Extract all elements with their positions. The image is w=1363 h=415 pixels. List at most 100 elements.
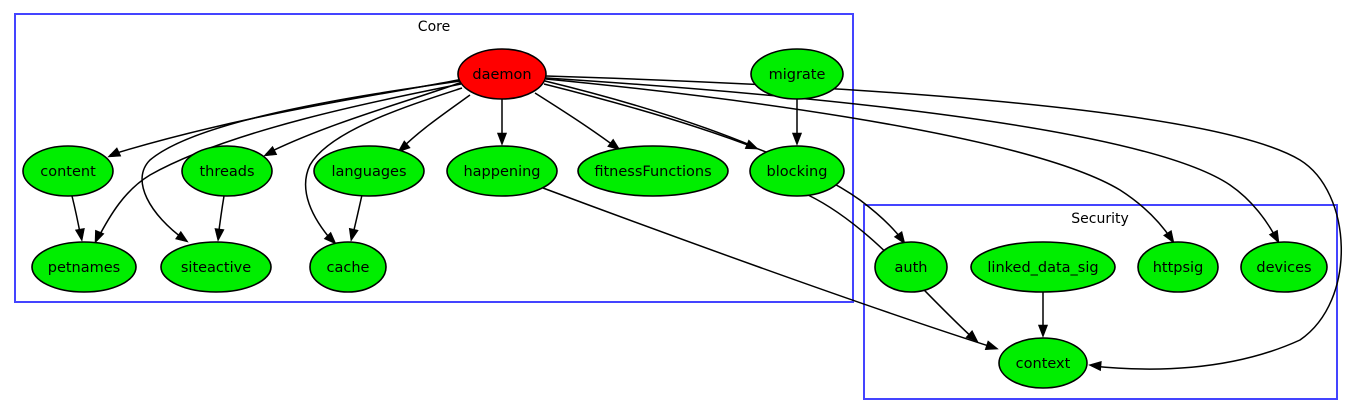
edge-daemon-to-threads xyxy=(263,81,463,157)
node-happening[interactable]: happening xyxy=(446,145,558,197)
node-label-blocking: blocking xyxy=(767,164,828,180)
edge-daemon-to-blocking xyxy=(544,80,759,150)
edge-daemon-to-devices xyxy=(545,77,1280,244)
edge-arrowhead xyxy=(1037,324,1049,338)
edge-arrowhead xyxy=(175,230,189,243)
node-content[interactable]: content xyxy=(22,145,114,197)
edge-arrowhead xyxy=(107,147,122,158)
cluster-box-security xyxy=(863,204,1338,400)
node-threads[interactable]: threads xyxy=(181,145,273,197)
node-shape-httpsig[interactable] xyxy=(1137,241,1219,293)
node-label-siteactive: siteactive xyxy=(181,260,251,276)
edge-line xyxy=(545,77,1278,241)
edge-arrowhead xyxy=(94,229,105,244)
node-shape-daemon[interactable] xyxy=(457,48,547,100)
node-shape-auth[interactable] xyxy=(874,241,948,293)
edge-layer xyxy=(71,75,1342,372)
edge-arrowhead xyxy=(323,231,337,245)
edge-daemon-to-httpsig xyxy=(545,78,1175,244)
node-migrate[interactable]: migrate xyxy=(750,48,844,100)
node-shape-linked_data_sig[interactable] xyxy=(970,241,1116,293)
edge-line xyxy=(545,75,1342,370)
edge-arrowhead xyxy=(791,132,803,146)
edge-arrowhead xyxy=(1163,229,1175,244)
node-shape-siteactive[interactable] xyxy=(160,241,272,293)
node-linked_data_sig[interactable]: linked_data_sig xyxy=(970,241,1116,293)
node-label-auth: auth xyxy=(895,260,928,276)
edge-arrowhead xyxy=(1268,229,1280,244)
edge-line xyxy=(542,187,996,349)
cluster-box-core xyxy=(14,13,854,303)
edge-daemon-to-cache xyxy=(304,87,463,245)
node-layer: daemon migrate content threads languages happ… xyxy=(22,48,1328,389)
edge-daemon-to-languages xyxy=(397,94,471,153)
node-shape-content[interactable] xyxy=(22,145,114,197)
edge-arrowhead xyxy=(263,145,278,157)
node-label-threads: threads xyxy=(199,164,254,180)
node-devices[interactable]: devices xyxy=(1240,241,1328,293)
node-shape-context[interactable] xyxy=(998,337,1088,389)
edge-linked_data_sig-to-context xyxy=(1037,292,1049,338)
edge-arrowhead xyxy=(965,330,979,343)
node-shape-migrate[interactable] xyxy=(750,48,844,100)
node-fitnessFunctions[interactable]: fitnessFunctions xyxy=(577,145,729,197)
edge-daemon-to-happening xyxy=(496,99,508,146)
edge-arrowhead xyxy=(984,340,999,350)
node-auth[interactable]: auth xyxy=(874,241,948,293)
edge-arrowhead xyxy=(893,231,906,245)
node-label-devices: devices xyxy=(1256,260,1311,276)
node-label-linked_data_sig: linked_data_sig xyxy=(987,260,1098,276)
edge-migrate-to-blocking xyxy=(791,99,803,146)
node-shape-devices[interactable] xyxy=(1240,241,1328,293)
edge-line xyxy=(534,92,618,149)
edge-line xyxy=(141,80,461,241)
edge-happening-to-context xyxy=(542,187,999,350)
node-shape-languages[interactable] xyxy=(313,145,425,197)
edge-languages-to-cache xyxy=(348,194,363,242)
cluster-label-security: Security xyxy=(1071,211,1129,227)
cluster-core: Core xyxy=(14,13,854,303)
edge-daemon-to-fitnessFunctions xyxy=(534,92,621,151)
node-label-content: content xyxy=(40,164,96,180)
node-shape-petnames[interactable] xyxy=(31,241,137,293)
node-cache[interactable]: cache xyxy=(309,241,387,293)
edge-line xyxy=(545,78,1173,241)
node-shape-blocking[interactable] xyxy=(749,145,845,197)
node-label-languages: languages xyxy=(331,164,406,180)
edge-arrowhead xyxy=(397,140,411,153)
node-shape-happening[interactable] xyxy=(446,145,558,197)
node-daemon[interactable]: daemon xyxy=(457,48,547,100)
node-label-daemon: daemon xyxy=(472,67,531,83)
node-label-happening: happening xyxy=(463,164,540,180)
node-label-context: context xyxy=(1016,356,1071,372)
node-label-fitnessFunctions: fitnessFunctions xyxy=(594,164,711,180)
edge-line xyxy=(544,80,756,148)
edge-threads-to-siteactive xyxy=(214,195,225,242)
node-shape-fitnessFunctions[interactable] xyxy=(577,145,729,197)
node-label-httpsig: httpsig xyxy=(1153,260,1204,276)
edge-arrowhead xyxy=(214,228,225,242)
edge-line xyxy=(304,87,463,243)
node-label-migrate: migrate xyxy=(769,67,826,83)
edge-daemon-to-siteactive xyxy=(141,80,461,243)
edge-daemon-to-content xyxy=(107,78,464,158)
edge-arrowhead xyxy=(1088,361,1102,372)
node-petnames[interactable]: petnames xyxy=(31,241,137,293)
node-label-petnames: petnames xyxy=(48,260,121,276)
edge-arrowhead xyxy=(348,227,359,242)
node-httpsig[interactable]: httpsig xyxy=(1137,241,1219,293)
node-siteactive[interactable]: siteactive xyxy=(160,241,272,293)
edge-daemon-to-context xyxy=(545,75,1342,372)
node-context[interactable]: context xyxy=(998,337,1088,389)
node-label-cache: cache xyxy=(327,260,370,276)
cluster-security: Security xyxy=(863,204,1338,400)
cluster-label-core: Core xyxy=(418,19,450,35)
node-languages[interactable]: languages xyxy=(313,145,425,197)
edge-arrowhead xyxy=(496,132,508,146)
node-shape-cache[interactable] xyxy=(309,241,387,293)
node-blocking[interactable]: blocking xyxy=(749,145,845,197)
node-shape-threads[interactable] xyxy=(181,145,273,197)
